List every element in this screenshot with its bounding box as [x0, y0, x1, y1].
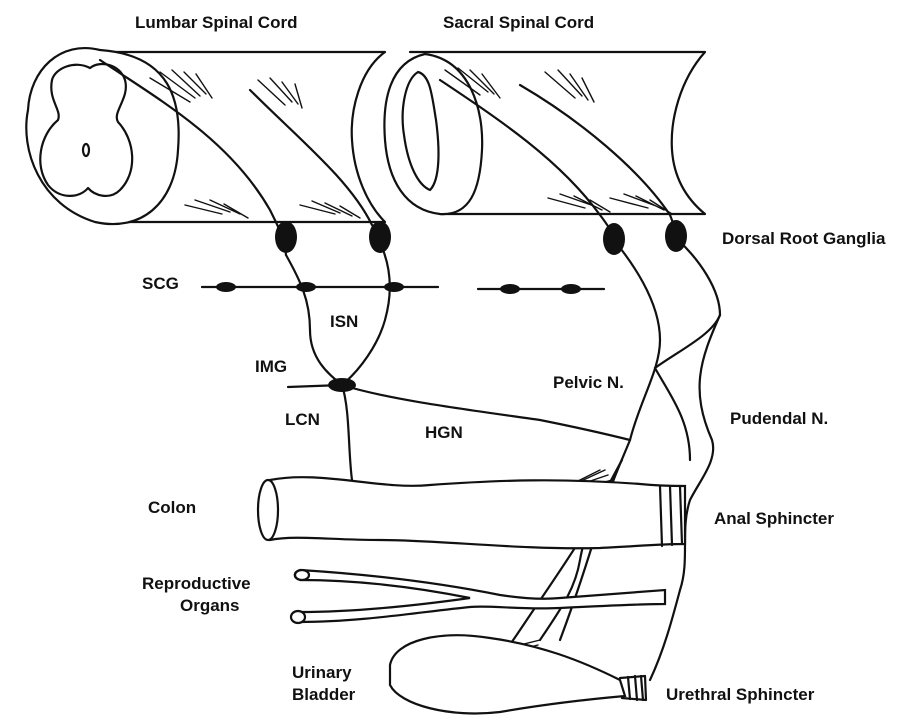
label-scg: SCG — [142, 274, 179, 293]
label-lumbar-spinal-cord: Lumbar Spinal Cord — [135, 13, 297, 32]
label-isn: ISN — [330, 312, 358, 331]
scg-node-2 — [296, 282, 316, 292]
urinary-bladder — [390, 635, 646, 713]
label-anal-sphincter: Anal Sphincter — [714, 509, 834, 528]
reproductive-organs — [291, 570, 665, 623]
label-img: IMG — [255, 357, 287, 376]
scg-node-5 — [561, 284, 581, 294]
label-urethral-sphincter: Urethral Sphincter — [666, 685, 815, 704]
colon — [258, 477, 685, 548]
label-reproductive-line-1: Reproductive — [142, 574, 251, 593]
scg-node-4 — [500, 284, 520, 294]
lumbar-drg-2 — [369, 221, 391, 253]
label-reproductive-line-2: Organs — [180, 596, 240, 615]
img-ganglion — [328, 378, 356, 392]
sacral-drg-1 — [603, 223, 625, 255]
label-colon: Colon — [148, 498, 196, 517]
label-urinary-line-2: Bladder — [292, 685, 356, 704]
label-lcn: LCN — [285, 410, 320, 429]
scg-node-1 — [216, 282, 236, 292]
lumbar-spinal-cord — [26, 48, 385, 224]
lumbar-drg-1 — [275, 221, 297, 253]
sacral-drg-2 — [665, 220, 687, 252]
label-sacral-spinal-cord: Sacral Spinal Cord — [443, 13, 594, 32]
label-pelvic-n: Pelvic N. — [553, 373, 624, 392]
sacral-spinal-cord — [384, 52, 705, 214]
label-urinary-line-1: Urinary — [292, 663, 352, 682]
label-pudendal-n: Pudendal N. — [730, 409, 828, 428]
label-dorsal-root-ganglia: Dorsal Root Ganglia — [722, 229, 886, 248]
label-hgn: HGN — [425, 423, 463, 442]
scg-node-3 — [384, 282, 404, 292]
